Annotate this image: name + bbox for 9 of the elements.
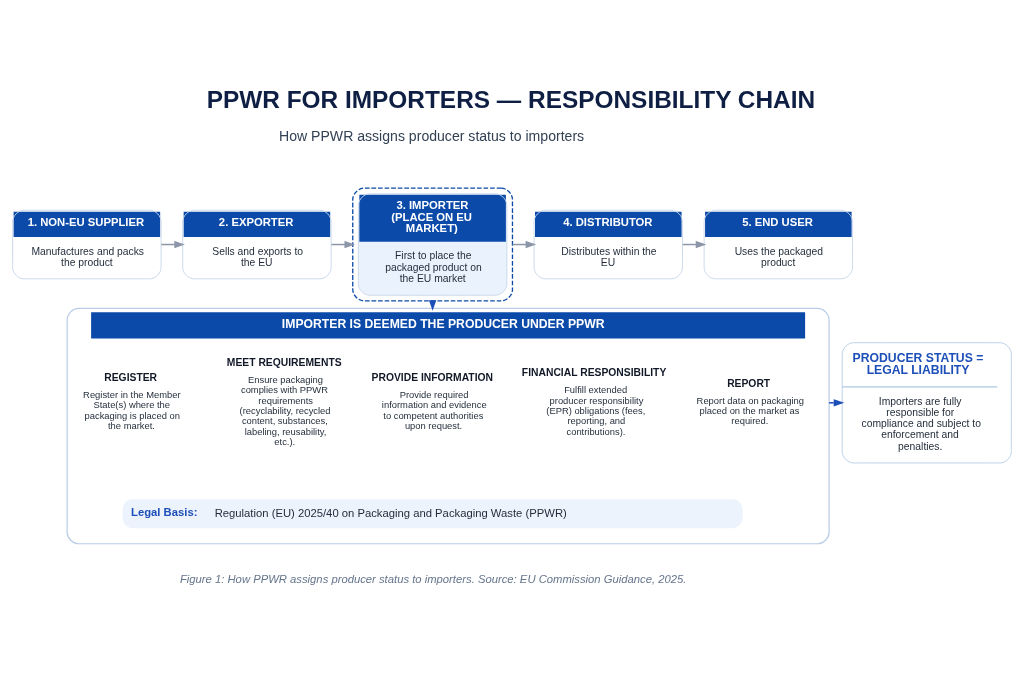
node-text: PROVIDE INFORMATION Provide required information and evidence to competent authorities upon request. (371, 371, 493, 431)
node-text: REPORT Report data on packaging placed on the market as required. (696, 377, 804, 426)
node-text: REGISTER Register in the Member State(s) where the packaging is placed on the market. (83, 371, 181, 431)
diagram-title: PPWR FOR IMPORTERS — RESPONSIBILITY CHAIN (206, 85, 816, 113)
node-text: FINANCIAL RESPONSIBILITY Fulfill extended producer responsibility (EPR) obligations (fees, reporting, and contributions). (521, 366, 667, 437)
caption: Figure 1: How PPWR assigns producer status to importers. Source: EU Commission Guidance, 2025. (179, 572, 687, 585)
label: How PPWR assigns producer status to importers (279, 127, 585, 144)
node-text: MEET REQUIREMENTS Ensure packaging complies with PPWR requirements (recyclability, recycled content, substances, labeling, reusability, etc.). (226, 356, 342, 447)
arrow (828, 398, 845, 406)
